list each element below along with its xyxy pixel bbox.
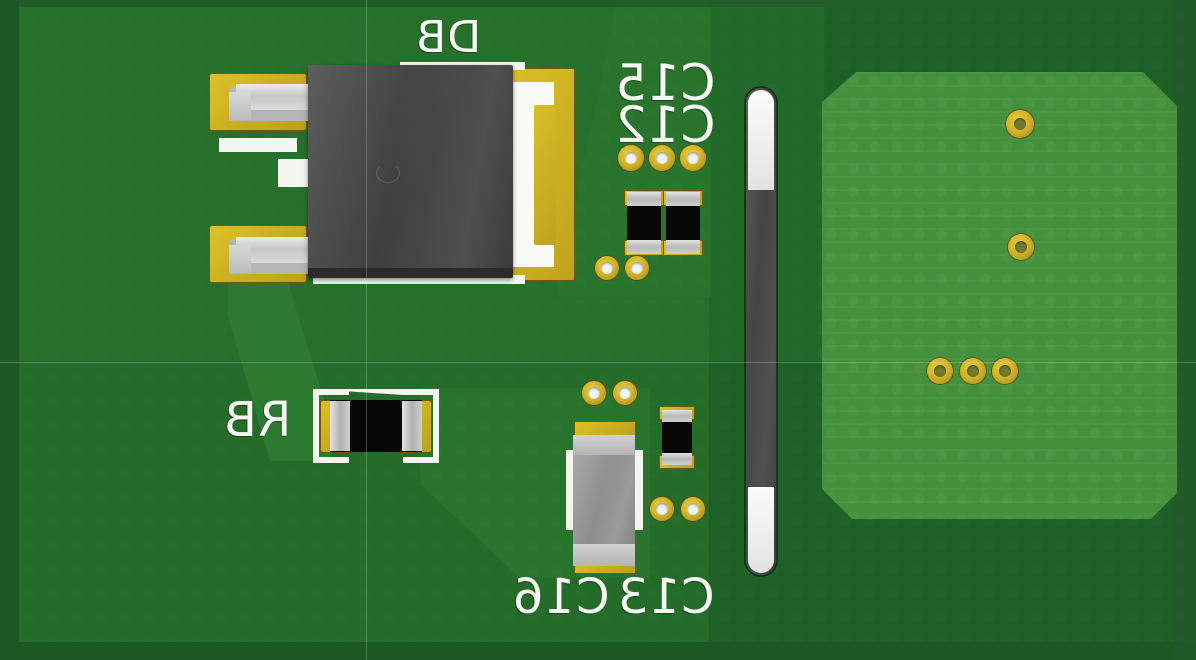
c12-terminal-bottom xyxy=(666,240,700,254)
rb-terminal-left xyxy=(330,401,350,451)
pour-stripes xyxy=(822,72,1177,519)
via-c12-a[interactable] xyxy=(595,256,619,280)
board-edge-bottom xyxy=(0,642,1196,660)
via-mid-a[interactable] xyxy=(582,381,606,405)
connector-cap-top xyxy=(748,90,774,190)
c15-terminal-top xyxy=(627,192,661,206)
silk-mark-c16-right xyxy=(633,450,643,530)
via-c15-b[interactable] xyxy=(649,145,675,171)
via-mid-d[interactable] xyxy=(681,497,705,521)
c13-terminal-top xyxy=(662,410,692,422)
board-edge-top xyxy=(0,0,1196,7)
designator-db: DB xyxy=(415,12,482,63)
via-pour-row-a[interactable] xyxy=(927,358,953,384)
designator-c13: C13 xyxy=(617,569,715,625)
via-c15-a[interactable] xyxy=(618,145,644,171)
cursor-crosshair-vertical xyxy=(366,0,367,660)
ground-pour-right xyxy=(822,72,1177,519)
cursor-crosshair-horizontal xyxy=(0,362,1196,363)
board-edge-left xyxy=(0,0,19,660)
via-pour-row-b[interactable] xyxy=(960,358,986,384)
via-pour-row-c[interactable] xyxy=(992,358,1018,384)
designator-rb: RB xyxy=(223,392,292,448)
designator-c16: C16 xyxy=(512,569,610,625)
silk-mark-db-pin1 xyxy=(219,138,297,152)
db-body-pin1-dot xyxy=(376,163,400,183)
db-lead-1-foot xyxy=(229,92,251,120)
c12-terminal-top xyxy=(666,192,700,206)
board-edge-right xyxy=(1174,0,1196,660)
db-body-sheen xyxy=(308,65,513,278)
c15-terminal-bottom xyxy=(627,240,661,254)
connector-cap-bottom xyxy=(748,487,774,573)
via-pour-middle[interactable] xyxy=(1008,234,1034,260)
via-c15-c[interactable] xyxy=(680,145,706,171)
c16-band-top xyxy=(573,435,635,455)
pour-texture xyxy=(822,72,1177,519)
pad-db-thermal-inner[interactable] xyxy=(534,105,556,245)
db-package-body[interactable] xyxy=(308,65,513,278)
via-c12-b[interactable] xyxy=(625,256,649,280)
silk-mark-db-centre xyxy=(278,159,308,187)
c16-band-bottom xyxy=(573,544,635,566)
rb-terminal-right xyxy=(402,401,422,451)
silk-mark-c16-left xyxy=(566,450,576,530)
via-pour-top[interactable] xyxy=(1006,110,1034,138)
via-mid-c[interactable] xyxy=(650,497,674,521)
designator-c12: C12 xyxy=(614,96,716,154)
db-lead-2-foot xyxy=(229,245,251,273)
via-mid-b[interactable] xyxy=(613,381,637,405)
c13-terminal-bottom xyxy=(662,453,692,465)
silk-line-db-bottom xyxy=(313,275,525,284)
